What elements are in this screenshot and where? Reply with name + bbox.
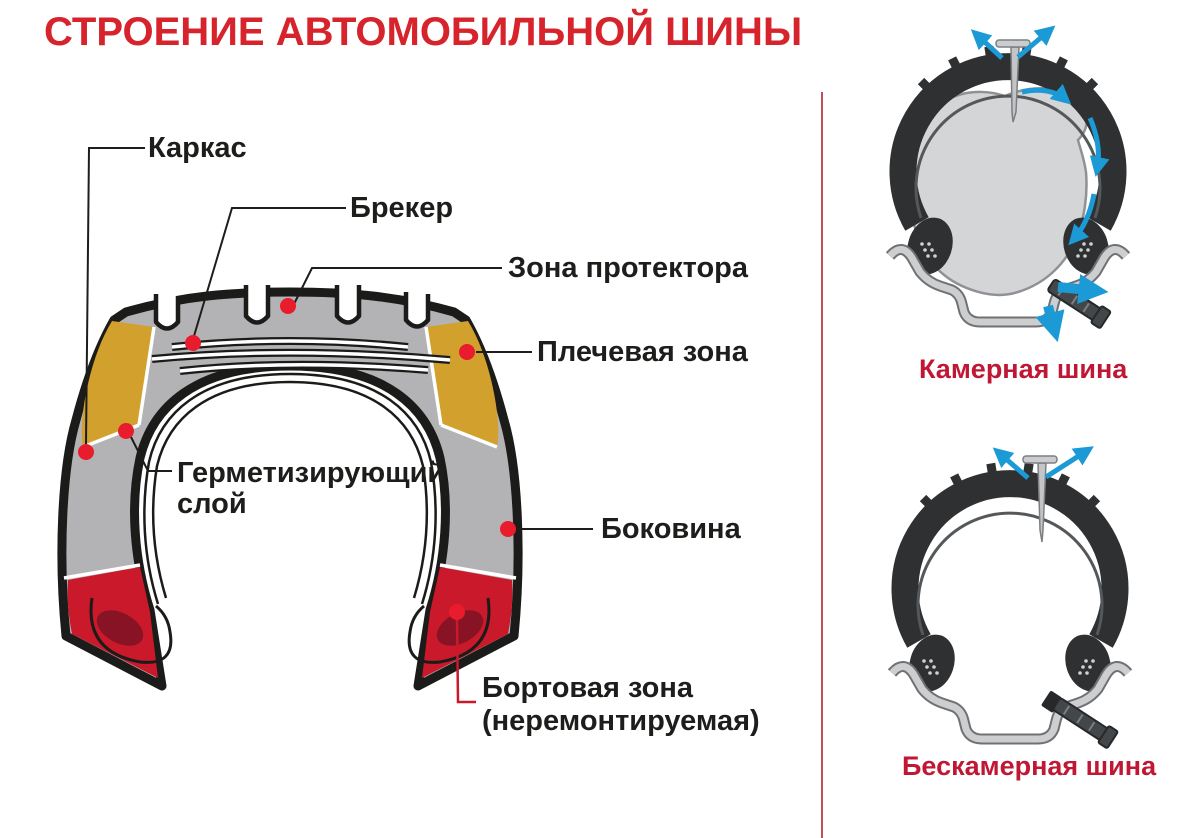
nail-icon	[1022, 455, 1058, 543]
leader-carcass	[85, 147, 145, 445]
rim	[887, 661, 1133, 745]
dot-sidewall	[500, 521, 516, 537]
leader-bead-zone	[455, 617, 476, 704]
leader-sealing-layer	[130, 436, 172, 472]
tube-tire-diagram	[885, 25, 1131, 343]
bead-dots	[922, 659, 1095, 675]
bead-wire-loop-left	[89, 597, 173, 664]
shoulder-separator-lines	[82, 326, 498, 449]
dot-shoulder-zone	[459, 344, 475, 360]
nail-icon	[995, 39, 1031, 123]
dot-sealing-layer	[118, 423, 134, 439]
label-shoulder-zone: Плечевая зона	[537, 336, 748, 368]
valve-leak-arrows	[1035, 274, 1109, 343]
tread-grooves	[153, 285, 431, 331]
valve-icon	[1041, 691, 1119, 749]
tire-ring	[891, 470, 1129, 648]
page-title: СТРОЕНИЕ АВТОМОБИЛЬНОЙ ШИНЫ	[44, 10, 803, 54]
label-carcass: Каркас	[148, 132, 247, 164]
bead-core-left	[96, 610, 144, 646]
dot-bead-zone	[449, 604, 465, 620]
dot-tread-zone	[280, 298, 296, 314]
marker-dots	[78, 298, 516, 620]
leader-tread-zone	[289, 267, 502, 313]
dot-carcass	[78, 444, 94, 460]
shoulder-zone-left	[81, 321, 154, 447]
bead-separator-left	[63, 563, 141, 580]
label-breaker: Брекер	[350, 192, 454, 224]
bead-core-right	[436, 610, 484, 646]
label-bead-zone: Бортовая зона (неремонтируемая)	[482, 672, 760, 737]
label-tread-zone: Зона протектора	[508, 252, 749, 284]
tubeless-tire-diagram	[887, 446, 1133, 749]
leader-breaker	[193, 207, 346, 337]
leader-lines	[85, 147, 593, 530]
label-sealing-layer: Герметизирующий слой	[177, 457, 446, 520]
tire-inner-line	[916, 511, 1104, 636]
bead-dots	[920, 242, 1093, 258]
bead-separator-right	[439, 563, 517, 580]
air-leak-arrows	[992, 446, 1094, 480]
tire-ring	[889, 53, 1127, 231]
caption-tube-tire: Камерная шина	[919, 354, 1128, 384]
dot-breaker	[185, 335, 201, 351]
air-leak-arrows	[970, 25, 1110, 246]
bead-wire-loop-right	[407, 597, 491, 664]
breaker-belts	[151, 337, 451, 375]
sealing-layer-lines	[143, 372, 437, 605]
label-sidewall: Боковина	[601, 513, 741, 545]
caption-tubeless-tire: Бескамерная шина	[902, 751, 1157, 781]
